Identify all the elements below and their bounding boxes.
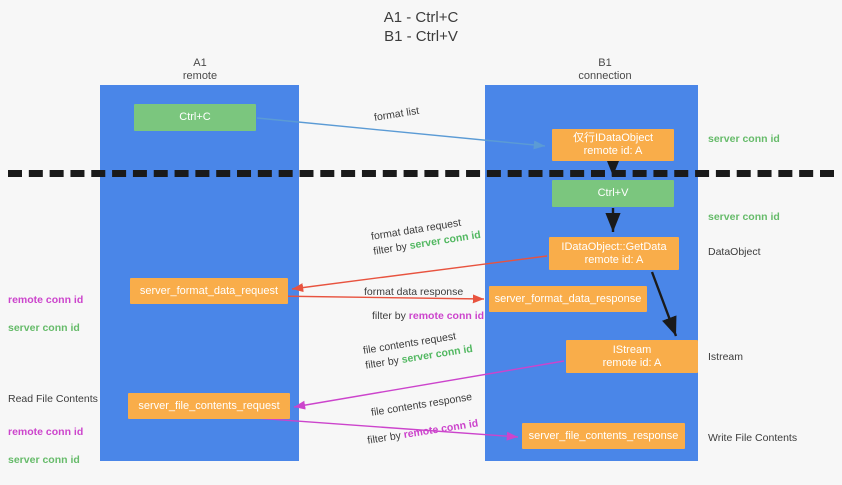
node-label: IStream (612, 343, 652, 356)
edge-label-format-data-request: format data request filter by server con… (370, 213, 482, 260)
node-label: server_file_contents_response (528, 429, 679, 442)
node-sublabel: remote id: A (583, 145, 643, 157)
node-ctrl-c[interactable]: Ctrl+C (134, 104, 256, 131)
annotation-server-conn-id-top: server conn id (708, 133, 780, 145)
node-server-file-contents-request[interactable]: server_file_contents_request (128, 393, 290, 419)
node-label: Ctrl+V (597, 187, 629, 199)
edge-label-file-contents-request: file contents request filter by server c… (362, 327, 474, 374)
node-label: server_format_data_request (139, 284, 279, 297)
edge-label-file-contents-response: file contents response filter by remote … (366, 390, 479, 448)
node-sublabel: remote id: A (584, 253, 644, 266)
filter-by-text: filter by (366, 429, 405, 447)
node-server-format-data-response[interactable]: server_format_data_response (489, 286, 647, 312)
remote-conn-id-text: remote conn id (8, 426, 84, 438)
node-idataobject-getdata[interactable]: IDataObject::GetData remote id: A (549, 237, 679, 270)
node-label: Ctrl+C (179, 111, 211, 123)
node-idataobject[interactable]: 仅行IDataObject remote id: A (552, 129, 674, 161)
column-header-a1: A1 remote (182, 57, 218, 82)
node-ctrl-v[interactable]: Ctrl+V (552, 180, 674, 207)
annotation-conn-ids-format: remote conn id server conn id (8, 279, 83, 349)
node-sublabel: remote id: A (602, 356, 662, 369)
page-title: A1 - Ctrl+C B1 - Ctrl+V (383, 9, 459, 45)
remote-conn-id-text: remote conn id (402, 417, 480, 442)
node-label: 仅行IDataObject (572, 132, 654, 144)
edge-label-format-data-response: format data response filter by remote co… (364, 285, 484, 324)
annotation-read-file-contents: Read File Contents (8, 393, 98, 405)
node-label: server_format_data_response (494, 292, 642, 305)
annotation-conn-ids-file: remote conn id server conn id (8, 411, 83, 481)
phase-separator (8, 170, 834, 177)
annotation-istream: Istream (708, 351, 744, 363)
node-server-file-contents-response[interactable]: server_file_contents_response (522, 423, 685, 449)
node-istream[interactable]: IStream remote id: A (566, 340, 698, 373)
server-conn-id-text: server conn id (8, 454, 80, 466)
edge-label-line: format list (373, 104, 420, 124)
edge-label-filter: filter by remote conn id (372, 309, 484, 324)
node-server-format-data-request[interactable]: server_format_data_request (130, 278, 288, 304)
node-label: server_file_contents_request (138, 399, 280, 412)
remote-conn-id-text: remote conn id (8, 294, 84, 306)
edge-label-format-list: format list (373, 104, 420, 126)
edge-label-line: file contents response (370, 391, 473, 419)
annotation-dataobject: DataObject (708, 246, 761, 258)
remote-conn-id-text: remote conn id (408, 310, 485, 322)
annotation-write-file-contents: Write File Contents (708, 432, 798, 444)
edge-label-line: format data response (364, 286, 464, 298)
column-header-b1: B1 connection (578, 57, 632, 82)
edge-label-filter: filter by remote conn id (366, 416, 479, 448)
server-conn-id-text: server conn id (8, 322, 80, 334)
annotation-server-conn-id-mid: server conn id (708, 211, 780, 223)
filter-by-text: filter by (372, 310, 409, 322)
node-label: IDataObject::GetData (561, 240, 667, 253)
